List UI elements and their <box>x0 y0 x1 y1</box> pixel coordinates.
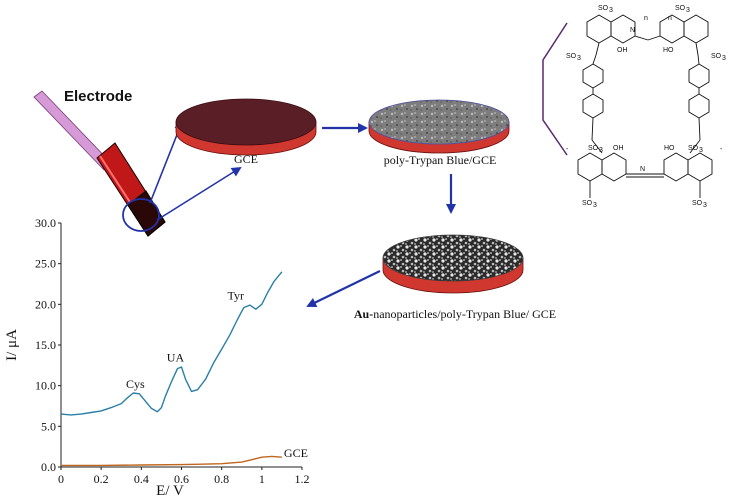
svg-text:n: n <box>668 15 672 22</box>
y-tick-labels: 0.0 5.0 10.0 15.0 20.0 25.0 30.0 <box>35 216 61 474</box>
svg-text:HO: HO <box>663 47 674 54</box>
svg-text:SO: SO <box>588 145 599 152</box>
y-tick-label: 30.0 <box>35 216 56 230</box>
gce-disc: GCE <box>175 98 317 166</box>
au-disc: Au-nanoparticles/poly-Trypan Blue/ GCE <box>354 234 556 321</box>
svg-text:OH: OH <box>613 145 624 152</box>
au-label: Au-nanoparticles/poly-Trypan Blue/ GCE <box>354 307 556 321</box>
voltammogram-chart: 0.0 5.0 10.0 15.0 20.0 25.0 30.0 0 0.2 0.4 0.6 0.8… <box>4 216 310 499</box>
x-axis-label: E/ V <box>156 483 184 499</box>
poly-label: poly-Trypan Blue/GCE <box>384 153 497 167</box>
electrode-label: Electrode <box>64 88 132 105</box>
au-label-prefix: Au- <box>354 307 373 321</box>
chart-series <box>60 271 283 467</box>
y-tick-label: 15.0 <box>35 338 56 352</box>
arrow-to-gce-bottom <box>156 166 242 221</box>
structure-labels: SO 3 SO 3 SO 3 SO 3 OH HO N n n SO 3 SO … <box>566 5 726 209</box>
svg-text:3: 3 <box>722 55 726 62</box>
svg-text:3: 3 <box>703 202 707 209</box>
x-tick-label: 0.8 <box>214 472 229 486</box>
svg-text:SO: SO <box>566 53 577 60</box>
svg-text:N: N <box>640 166 645 173</box>
svg-text:3: 3 <box>699 147 703 154</box>
svg-text:SO: SO <box>711 53 722 60</box>
svg-text:3: 3 <box>577 55 581 62</box>
svg-text:3: 3 <box>609 7 613 14</box>
x-tick-label: 0 <box>58 472 64 486</box>
y-tick-label: 5.0 <box>41 419 56 433</box>
annotation-tyr: Tyr <box>227 288 244 302</box>
svg-text:3: 3 <box>599 147 603 154</box>
svg-text:3: 3 <box>593 202 597 209</box>
x-tick-label: 0.4 <box>134 472 149 486</box>
x-tick-label: 0.2 <box>94 472 109 486</box>
svg-text:n: n <box>644 15 648 22</box>
trypan-blue-structure <box>577 14 713 198</box>
annotation-gce: GCE <box>284 446 308 460</box>
gce-label: GCE <box>234 152 258 166</box>
au-label-rest: nanoparticles/poly-Trypan Blue/ GCE <box>373 307 556 321</box>
x-tick-label: 1 <box>259 472 265 486</box>
x-tick-labels: 0 0.2 0.4 0.6 0.8 1 1.2 <box>58 467 310 486</box>
x-tick-label: 0.6 <box>174 472 189 486</box>
annotation-cys: Cys <box>126 377 145 391</box>
modified-electrode-curve <box>60 271 283 416</box>
svg-text:SO: SO <box>688 145 699 152</box>
svg-text:HO: HO <box>664 145 675 152</box>
svg-text:3: 3 <box>686 7 690 14</box>
svg-text:-: - <box>720 146 723 153</box>
svg-text:OH: OH <box>617 47 628 54</box>
electrode-tip-circle <box>122 198 160 232</box>
y-tick-label: 25.0 <box>35 257 56 271</box>
svg-text:SO: SO <box>692 200 703 207</box>
y-axis-label: I/ μA <box>4 329 20 361</box>
arrow-au-to-chart <box>306 270 381 307</box>
y-tick-label: 10.0 <box>35 379 56 393</box>
poly-disc: poly-Trypan Blue/GCE <box>368 99 510 167</box>
y-tick-label: 20.0 <box>35 297 56 311</box>
svg-text:SO: SO <box>598 5 609 12</box>
svg-text:N: N <box>630 27 635 34</box>
annotation-ua: UA <box>167 350 185 364</box>
svg-text:SO: SO <box>582 200 593 207</box>
electrode-illustration: Electrode <box>33 88 166 237</box>
y-tick-label: 0.0 <box>41 460 56 474</box>
molecule-bracket <box>542 22 568 156</box>
svg-text:-: - <box>566 146 569 153</box>
svg-text:SO: SO <box>675 5 686 12</box>
x-tick-label: 1.2 <box>295 472 310 486</box>
gce-curve <box>61 455 282 467</box>
